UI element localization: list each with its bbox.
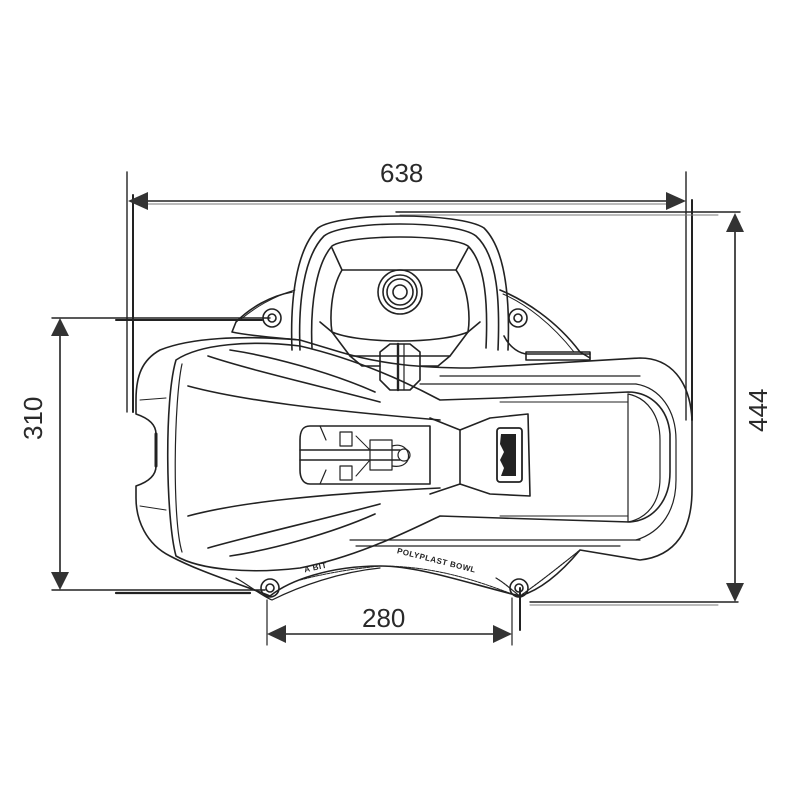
dimension-label-spacing: 280 xyxy=(362,603,406,633)
seat-shell xyxy=(135,336,693,597)
center-handle-slot xyxy=(299,413,531,497)
mounting-hole-front-left-icon xyxy=(260,578,280,598)
dimension-label-depth: 310 xyxy=(18,396,48,440)
rear-right-wing xyxy=(499,289,591,361)
dimension-label-width: 638 xyxy=(380,158,424,188)
front-mounts xyxy=(235,549,581,629)
arrowhead-up-icon xyxy=(51,318,69,336)
rear-drain-bowl xyxy=(290,215,510,392)
drain-center-icon xyxy=(392,284,408,300)
arrowhead-up-icon xyxy=(726,213,744,232)
dimension-width-638 xyxy=(126,171,693,421)
dimension-depth-310 xyxy=(51,317,271,595)
arrowhead-left-icon xyxy=(267,625,286,643)
rear-left-wing xyxy=(231,289,301,341)
mounting-hole-rear-left-icon xyxy=(262,308,282,328)
arrowhead-left-icon xyxy=(128,192,148,210)
dimension-height-444 xyxy=(395,211,744,606)
mounting-hole-rear-right-icon xyxy=(508,308,528,328)
arrowhead-down-icon xyxy=(726,583,744,602)
dimension-label-height: 444 xyxy=(743,388,773,432)
latch-block xyxy=(496,427,523,483)
drain-outer-icon xyxy=(377,269,423,315)
arrowhead-down-icon xyxy=(51,572,69,590)
arrowhead-right-icon xyxy=(493,625,512,643)
arrowhead-right-icon xyxy=(666,192,686,210)
